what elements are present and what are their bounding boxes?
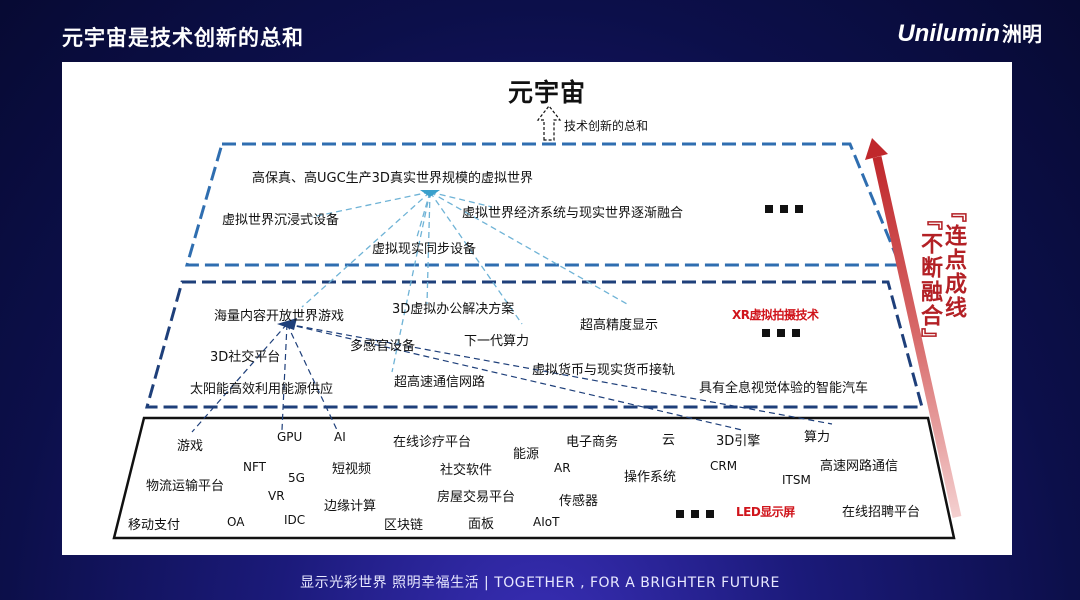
top-layer-frame (185, 142, 903, 267)
middle-item-highlight: XR虚拟拍摄技术 (732, 308, 819, 322)
middle-node-icon (277, 318, 297, 330)
top-item: 虚拟现实同步设备 (372, 242, 477, 257)
bottom-item: GPU (277, 430, 303, 444)
middle-item: 3D社交平台 (210, 350, 281, 365)
red-arrow-head (865, 138, 888, 160)
bottom-item: 移动支付 (128, 518, 181, 533)
middle-item: 下一代算力 (464, 334, 530, 349)
middle-item: 超高精度显示 (580, 318, 659, 333)
bottom-item: 3D引擎 (716, 434, 761, 449)
middle-item: 3D虚拟办公解决方案 (392, 302, 515, 317)
bottom-more-dots (676, 510, 714, 518)
apex-title: 元宇宙 (508, 78, 587, 107)
bottom-item: 面板 (468, 517, 495, 532)
top-item: 高保真、高UGC生产3D真实世界规模的虚拟世界 (252, 171, 533, 186)
bottom-item: 边缘计算 (324, 499, 377, 514)
bottom-item: 电子商务 (566, 435, 619, 450)
middle-item: 超高速通信网路 (394, 375, 486, 390)
top-node-icon (420, 190, 440, 197)
bottom-item: 物流运输平台 (146, 479, 225, 494)
top-item: 虚拟世界沉浸式设备 (222, 213, 340, 228)
diagram-panel: 元宇宙 技术创新的总和 高保真、高UGC生产3D真实世界规模的虚拟世界 虚拟世界… (62, 62, 1012, 555)
middle-item: 海量内容开放世界游戏 (214, 309, 345, 324)
bottom-item: 传感器 (559, 494, 599, 509)
bottom-item: 5G (288, 471, 305, 485)
bottom-item: 房屋交易平台 (437, 490, 516, 505)
apex-arrow-label: 技术创新的总和 (564, 119, 649, 133)
bottom-item: 高速网路通信 (820, 459, 899, 474)
bottom-item: IDC (284, 513, 306, 527)
red-arrow-shaft (872, 156, 962, 518)
bottom-item: ITSM (782, 473, 811, 487)
bottom-item: 算力 (804, 430, 831, 445)
middle-item: 太阳能高效利用能源供应 (190, 382, 334, 397)
side-label-col1: 『连点成线 (941, 200, 966, 320)
slide-title: 元宇宙是技术创新的总和 (62, 26, 304, 50)
bottom-item: VR (268, 489, 285, 503)
bottom-item-highlight: LED显示屏 (736, 505, 795, 519)
bottom-item: 社交软件 (440, 463, 493, 478)
footer-slogan: 显示光彩世界 照明幸福生活 | TOGETHER , FOR A BRIGHTE… (300, 575, 780, 591)
bottom-item: 游戏 (177, 439, 204, 454)
middle-more-dots (762, 329, 800, 337)
logo-text: Unilumin (897, 20, 1000, 47)
middle-layer-frame (145, 280, 924, 409)
bottom-item: 在线诊疗平台 (393, 435, 472, 450)
bottom-item: CRM (710, 459, 738, 473)
bottom-item: NFT (243, 460, 266, 474)
bottom-item: OA (227, 515, 245, 529)
middle-item: 多感官设备 (350, 339, 416, 354)
middle-item: 虚拟货币与现实货币接轨 (532, 363, 676, 378)
top-more-dots (765, 205, 803, 213)
bottom-item: 能源 (513, 447, 540, 462)
side-label-col2: 『不断融合』 (917, 208, 942, 352)
bottom-item: AI (334, 430, 346, 444)
middle-node-links (191, 323, 833, 433)
bottom-item: 短视频 (332, 462, 372, 477)
bottom-item: 区块链 (384, 518, 424, 533)
bottom-layer-frame (112, 416, 956, 540)
bottom-item: 在线招聘平台 (842, 505, 921, 520)
top-item: 虚拟世界经济系统与现实世界逐渐融合 (462, 206, 684, 221)
up-arrow-icon (536, 105, 562, 141)
diagram-lines (112, 105, 962, 540)
top-node-links (301, 191, 628, 373)
middle-item: 具有全息视觉体验的智能汽车 (699, 381, 869, 396)
bottom-item: AR (554, 461, 571, 475)
bottom-item: AIoT (533, 515, 560, 529)
bottom-item: 操作系统 (624, 470, 677, 485)
logo-cn: 洲明 (1002, 22, 1042, 46)
bottom-item: 云 (662, 433, 676, 448)
